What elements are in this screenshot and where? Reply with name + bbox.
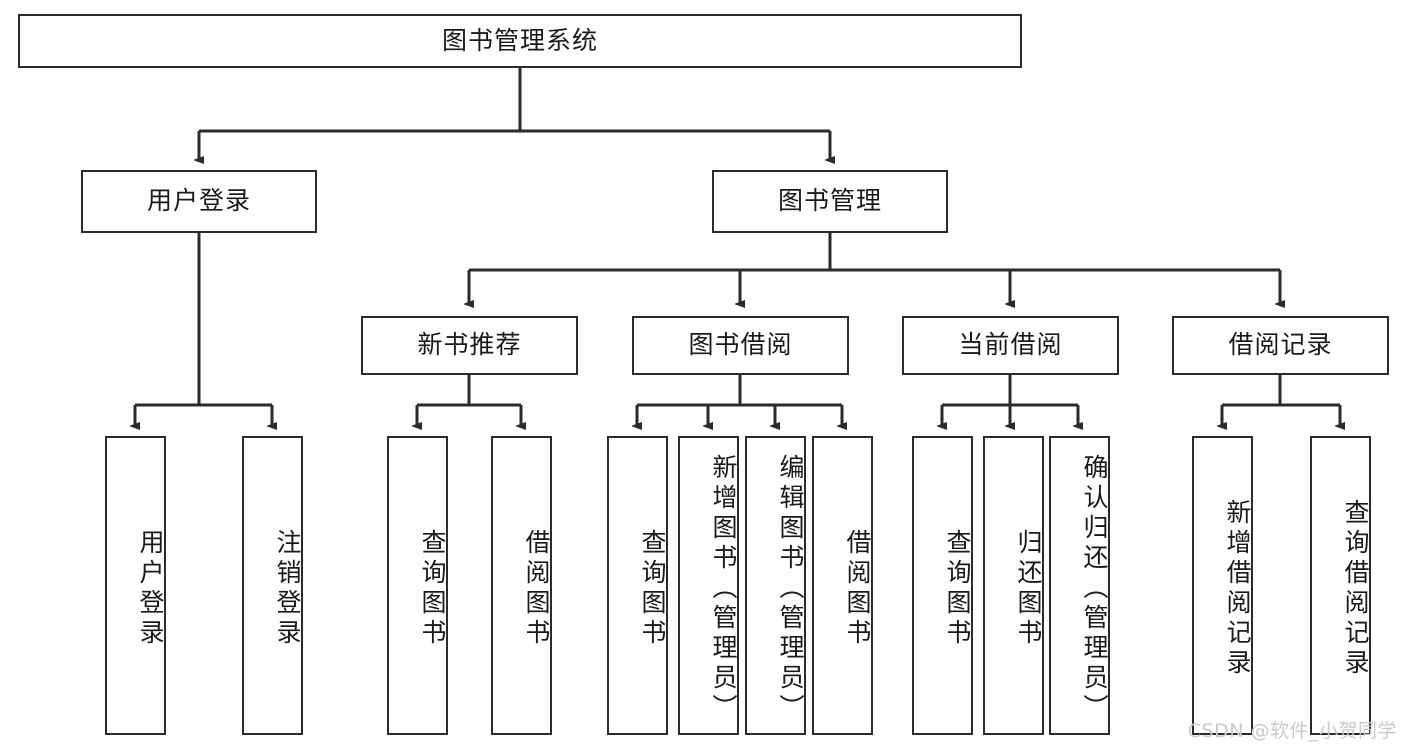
node-new-book-recommend[interactable]: 新书推荐 <box>361 316 578 375</box>
node-label: 当前借阅 <box>958 330 1063 360</box>
node-root-book-management-system[interactable]: 图书管理系统 <box>18 14 1022 68</box>
node-label: 借阅图书 <box>843 528 872 649</box>
node-label: 用户登录 <box>146 186 251 216</box>
leaf-current-borrow-query-book[interactable]: 查询图书 <box>912 436 973 735</box>
node-borrow-record[interactable]: 借阅记录 <box>1172 316 1389 375</box>
node-label: 查询图书 <box>943 528 972 649</box>
node-current-borrow[interactable]: 当前借阅 <box>902 316 1119 375</box>
leaf-book-borrow-borrow-book[interactable]: 借阅图书 <box>812 436 873 735</box>
node-label: 查询图书 <box>418 528 447 649</box>
node-label: 新增图书（管理员） <box>709 453 738 724</box>
leaf-book-borrow-add-book-admin[interactable]: 新增图书（管理员） <box>678 436 739 735</box>
node-label: 图书管理 <box>777 186 882 216</box>
node-label: 归还图书 <box>1014 528 1043 649</box>
leaf-user-login-logout[interactable]: 注销登录 <box>242 436 303 735</box>
leaf-borrow-record-query-record[interactable]: 查询借阅记录 <box>1310 436 1371 735</box>
node-label: 新增借阅记录 <box>1223 498 1252 679</box>
node-user-login[interactable]: 用户登录 <box>81 170 317 233</box>
node-label: 图书借阅 <box>688 330 793 360</box>
node-label: 用户登录 <box>136 528 165 649</box>
node-label: 查询借阅记录 <box>1341 498 1370 679</box>
node-label: 确认归还（管理员） <box>1080 453 1109 724</box>
node-label: 查询图书 <box>638 528 667 649</box>
leaf-current-borrow-confirm-return-admin[interactable]: 确认归还（管理员） <box>1049 436 1110 735</box>
node-label: 借阅图书 <box>522 528 551 649</box>
node-book-management[interactable]: 图书管理 <box>712 170 948 233</box>
node-label: 新书推荐 <box>417 330 522 360</box>
node-label: 注销登录 <box>273 528 302 649</box>
node-book-borrow[interactable]: 图书借阅 <box>632 316 849 375</box>
node-label: 借阅记录 <box>1228 330 1333 360</box>
leaf-current-borrow-return-book[interactable]: 归还图书 <box>983 436 1044 735</box>
node-label: 图书管理系统 <box>441 25 598 55</box>
node-label: 编辑图书（管理员） <box>776 453 805 724</box>
leaf-book-borrow-edit-book-admin[interactable]: 编辑图书（管理员） <box>745 436 806 735</box>
watermark-csdn: CSDN @软件_小贺同学 <box>1187 720 1397 742</box>
leaf-new-book-borrow-book[interactable]: 借阅图书 <box>491 436 552 735</box>
leaf-borrow-record-add-record[interactable]: 新增借阅记录 <box>1192 436 1253 735</box>
leaf-book-borrow-query-book[interactable]: 查询图书 <box>607 436 668 735</box>
leaf-new-book-query-book[interactable]: 查询图书 <box>387 436 448 735</box>
leaf-user-login-login[interactable]: 用户登录 <box>105 436 166 735</box>
